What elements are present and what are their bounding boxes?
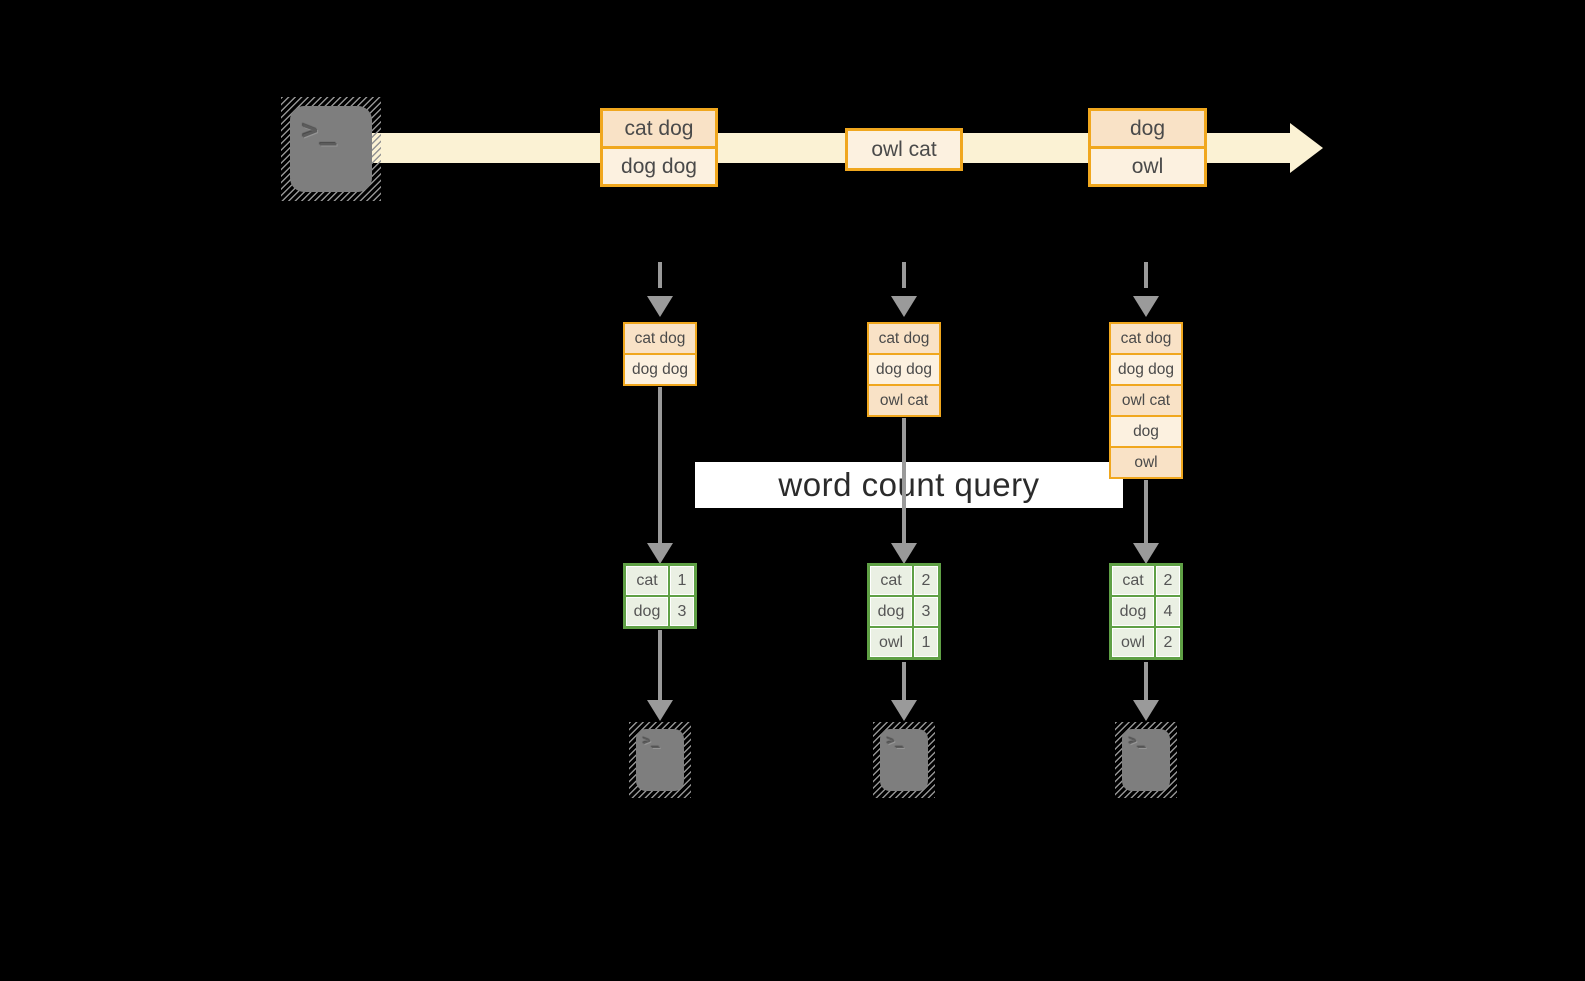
arrowhead-icon bbox=[891, 296, 917, 317]
query-arrow bbox=[902, 418, 906, 545]
count-word-cell: cat bbox=[626, 566, 668, 595]
log-record: dog dog bbox=[1111, 353, 1181, 384]
stream-record: dog bbox=[1091, 111, 1204, 146]
arrowhead-icon bbox=[647, 296, 673, 317]
stream-batch-2: owl cat bbox=[845, 128, 963, 171]
count-value-cell: 3 bbox=[670, 597, 694, 626]
log-record: cat dog bbox=[869, 324, 939, 353]
terminal-prompt-icon: >_ bbox=[1129, 734, 1147, 749]
count-value-cell: 3 bbox=[914, 597, 938, 626]
count-word-cell: cat bbox=[870, 566, 912, 595]
log-record: dog dog bbox=[869, 353, 939, 384]
output-arrow bbox=[902, 662, 906, 702]
query-label: word count query bbox=[695, 462, 1123, 508]
log-record: owl cat bbox=[869, 384, 939, 415]
count-value-cell: 2 bbox=[1156, 566, 1180, 595]
log-record: cat dog bbox=[1111, 324, 1181, 353]
count-table-3: cat 2 dog 4 owl 2 bbox=[1109, 563, 1183, 660]
terminal-screen: >_ bbox=[636, 729, 684, 791]
terminal-screen: >_ bbox=[1122, 729, 1170, 791]
count-value-cell: 1 bbox=[670, 566, 694, 595]
input-log-2: cat dog dog dog owl cat bbox=[867, 322, 941, 417]
log-record: owl cat bbox=[1111, 384, 1181, 415]
arrowhead-icon bbox=[1133, 296, 1159, 317]
arrowhead-icon bbox=[647, 700, 673, 721]
snapshot-dashed-arrow bbox=[658, 262, 662, 288]
count-word-cell: owl bbox=[1112, 628, 1154, 657]
count-table-2: cat 2 dog 3 owl 1 bbox=[867, 563, 941, 660]
count-word-cell: dog bbox=[870, 597, 912, 626]
query-arrow bbox=[658, 387, 662, 545]
log-record: cat dog bbox=[625, 324, 695, 353]
count-word-cell: dog bbox=[626, 597, 668, 626]
log-record: dog dog bbox=[625, 353, 695, 384]
terminal-prompt-icon: >_ bbox=[643, 734, 661, 749]
source-terminal-icon: >_ bbox=[281, 97, 381, 201]
terminal-screen: >_ bbox=[290, 106, 372, 192]
log-record: owl bbox=[1111, 446, 1181, 477]
count-value-cell: 4 bbox=[1156, 597, 1180, 626]
output-arrow bbox=[1144, 662, 1148, 702]
count-value-cell: 1 bbox=[914, 628, 938, 657]
stream-record: dog dog bbox=[603, 146, 715, 184]
terminal-prompt-icon: >_ bbox=[887, 734, 905, 749]
output-arrow bbox=[658, 630, 662, 702]
arrowhead-icon bbox=[1133, 700, 1159, 721]
stream-record: owl bbox=[1091, 146, 1204, 184]
arrowhead-icon bbox=[891, 543, 917, 564]
count-value-cell: 2 bbox=[1156, 628, 1180, 657]
stream-arrowhead-icon bbox=[1290, 123, 1323, 173]
sink-terminal-icon: >_ bbox=[1115, 722, 1177, 798]
stream-record: cat dog bbox=[603, 111, 715, 146]
sink-terminal-icon: >_ bbox=[629, 722, 691, 798]
count-word-cell: cat bbox=[1112, 566, 1154, 595]
count-word-cell: dog bbox=[1112, 597, 1154, 626]
count-value-cell: 2 bbox=[914, 566, 938, 595]
snapshot-dashed-arrow bbox=[902, 262, 906, 288]
sink-terminal-icon: >_ bbox=[873, 722, 935, 798]
input-log-1: cat dog dog dog bbox=[623, 322, 697, 386]
count-table-1: cat 1 dog 3 bbox=[623, 563, 697, 629]
arrowhead-icon bbox=[891, 700, 917, 721]
arrowhead-icon bbox=[647, 543, 673, 564]
query-arrow bbox=[1144, 480, 1148, 545]
input-log-3: cat dog dog dog owl cat dog owl bbox=[1109, 322, 1183, 479]
stream-batch-3: dog owl bbox=[1088, 108, 1207, 187]
terminal-prompt-icon: >_ bbox=[302, 115, 339, 146]
snapshot-dashed-arrow bbox=[1144, 262, 1148, 288]
log-record: dog bbox=[1111, 415, 1181, 446]
stream-record: owl cat bbox=[848, 131, 960, 168]
terminal-screen: >_ bbox=[880, 729, 928, 791]
stream-batch-1: cat dog dog dog bbox=[600, 108, 718, 187]
count-word-cell: owl bbox=[870, 628, 912, 657]
arrowhead-icon bbox=[1133, 543, 1159, 564]
